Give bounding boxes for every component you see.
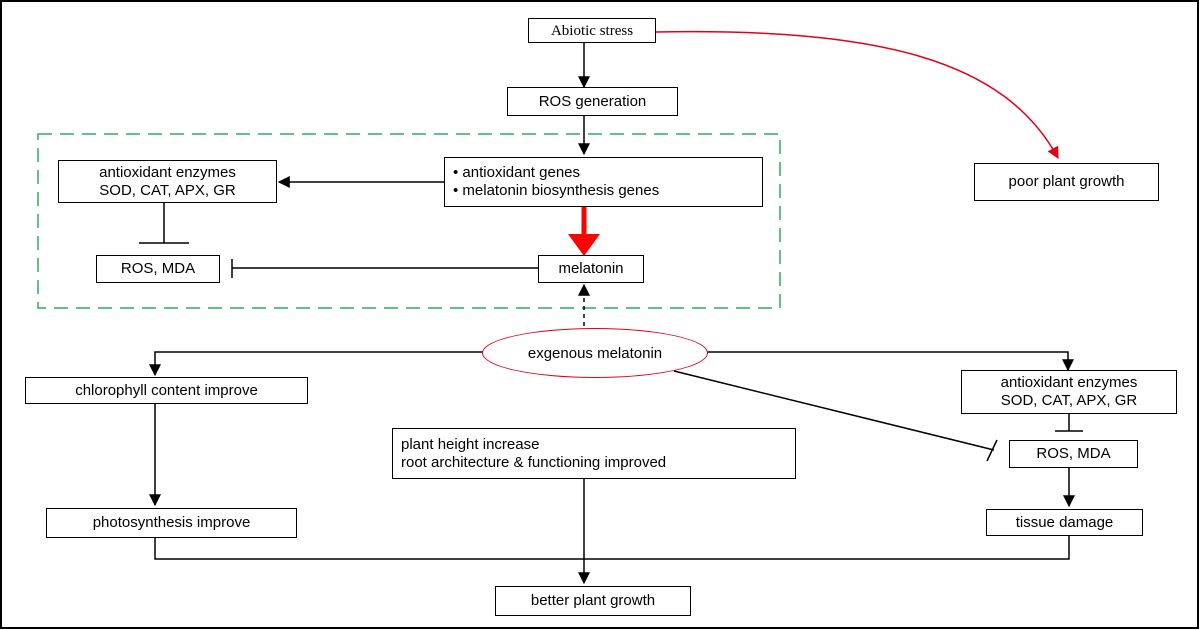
node-antioxidant-enzymes-right: antioxidant enzymes SOD, CAT, APX, GR [961, 370, 1177, 414]
arrow-stress-to-poor-growth [655, 30, 1059, 160]
node-ros-mda-right: ROS, MDA [1009, 440, 1138, 468]
enzymes-right-line-1: antioxidant enzymes [1000, 374, 1138, 391]
node-better-plant-growth: better plant growth [495, 586, 691, 616]
height-root-line-1: plant height increase [401, 435, 540, 453]
node-tissue-damage: tissue damage [986, 509, 1143, 536]
node-abiotic-stress: Abiotic stress [528, 18, 656, 43]
enzymes-top-line-2: SOD, CAT, APX, GR [99, 181, 236, 199]
node-antioxidant-enzymes-top: antioxidant enzymes SOD, CAT, APX, GR [58, 160, 277, 203]
node-ros-generation: ROS generation [507, 87, 678, 116]
arrow-exogenous-to-enzymes-right [706, 351, 1074, 372]
genes-line-2: • melatonin biosynthesis genes [453, 182, 660, 199]
node-ros-mda-top: ROS, MDA [96, 255, 220, 283]
genes-line-1: • antioxidant genes [453, 164, 581, 181]
node-poor-plant-growth: poor plant growth [974, 163, 1159, 201]
node-height-root: plant height increase root architecture … [392, 428, 796, 479]
line-photosynthesis-to-better [154, 536, 1070, 560]
node-exogenous-melatonin: exgenous melatonin [482, 328, 708, 378]
dashed-region [37, 133, 781, 309]
enzymes-top-line-1: antioxidant enzymes [99, 163, 236, 181]
enzymes-right-line-2: SOD, CAT, APX, GR [1000, 392, 1138, 409]
node-melatonin: melatonin [538, 255, 644, 283]
arrow-exogenous-to-chlorophyll [149, 351, 486, 377]
inhibit-bar-right-diag [986, 439, 998, 462]
arrowhead-genes-to-melatonin [568, 234, 600, 256]
node-photosynthesis: photosynthesis improve [46, 508, 297, 538]
inhibit-exogenous-to-ros-right [673, 370, 995, 451]
height-root-line-2: root architecture & functioning improved [401, 453, 667, 471]
node-chlorophyll: chlorophyll content improve [25, 377, 308, 404]
node-genes: • antioxidant genes • melatonin biosynth… [444, 157, 763, 207]
